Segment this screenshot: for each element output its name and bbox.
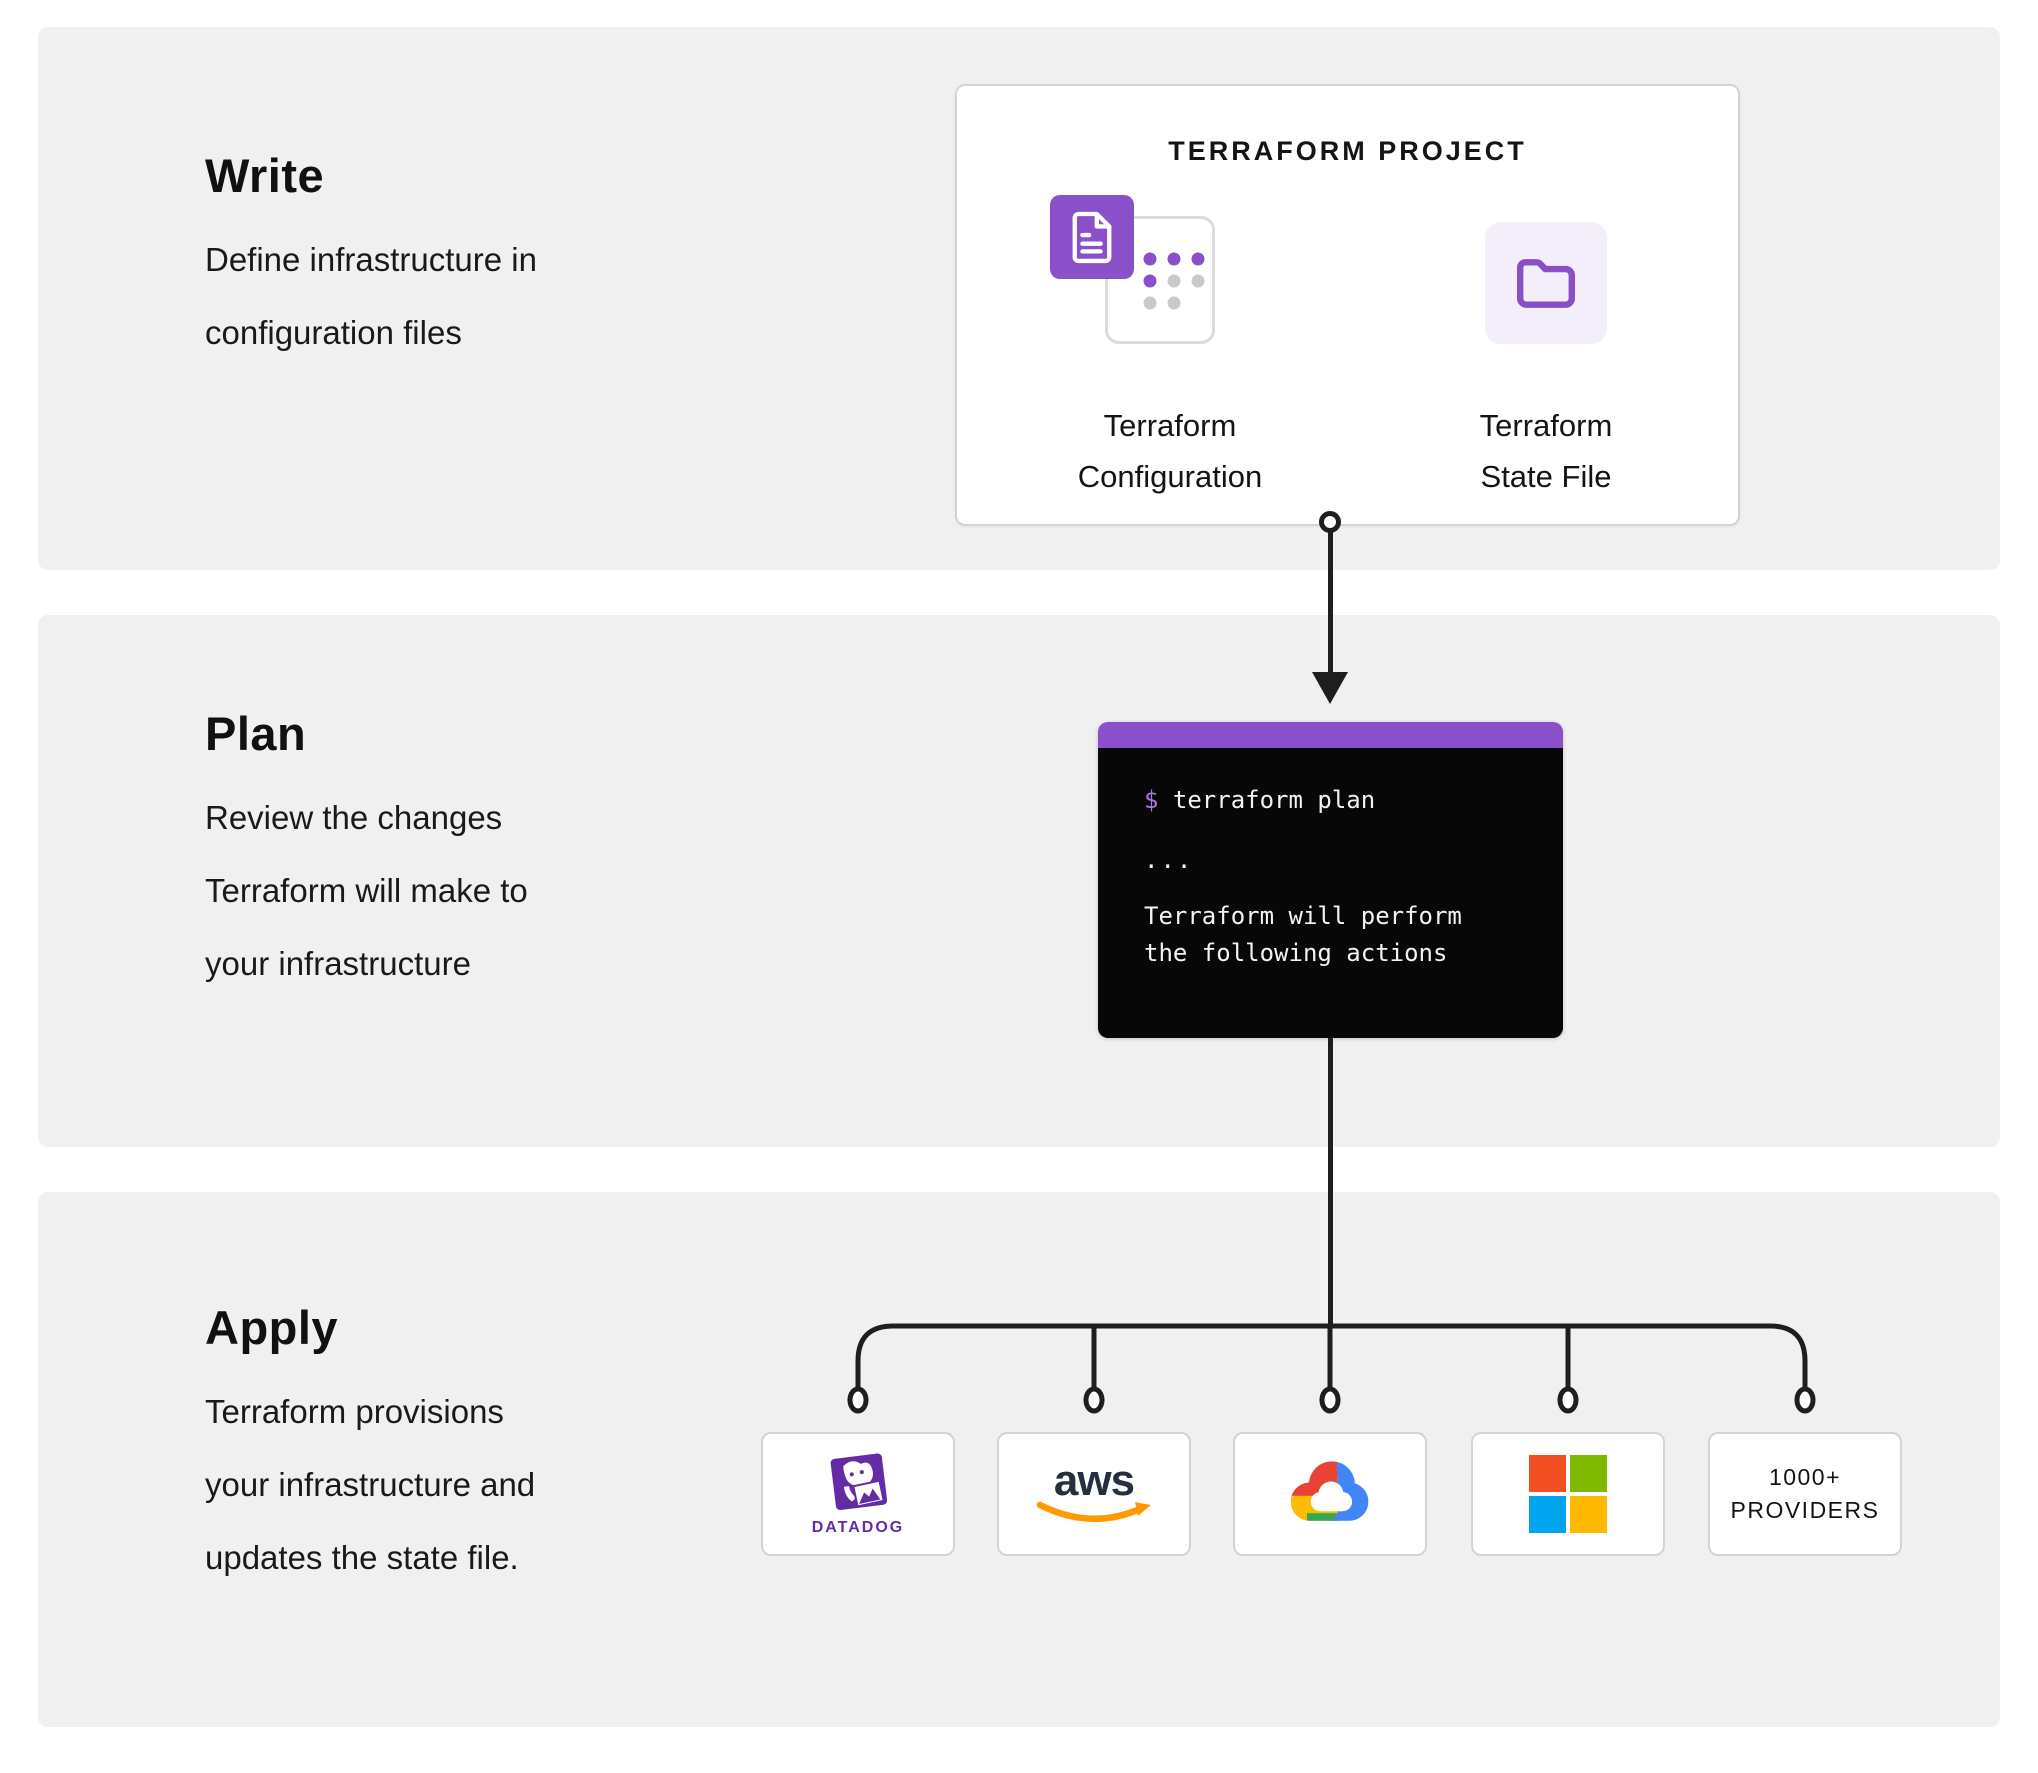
provider-card-datadog: DATADOG [761,1432,955,1556]
connector-port-dot [1794,1386,1816,1414]
write-description-line: Define infrastructure in [205,241,537,278]
apply-description: Terraform provisions your infrastructure… [205,1375,535,1594]
arrow-down-icon [1312,672,1348,704]
apply-description-line: your infrastructure and [205,1466,536,1503]
terraform-state-file-icon [1485,222,1607,344]
provider-card-more-providers: 1000+ PROVIDERS [1708,1432,1902,1556]
terminal-output: Terraform will perform the following act… [1144,898,1533,972]
terminal-output-line: Terraform will perform [1144,902,1462,930]
section-plan: Plan Review the changes Terraform will m… [38,615,2000,1147]
document-icon [1072,211,1112,264]
cloud-white-center [1310,1481,1353,1512]
provider-card-aws: aws [997,1432,1191,1556]
apply-title: Apply [205,1301,339,1354]
plan-title: Plan [205,707,307,760]
datadog-wordmark: DATADOG [811,1518,905,1536]
dots-grid-svg [1143,252,1205,310]
microsoft-logo-icon [1529,1455,1607,1533]
terminal-output-line: the following actions [1144,939,1448,967]
aws-logo-text: aws [1053,1456,1135,1505]
terminal-command: terraform plan [1172,786,1376,814]
terraform-state-file-label: Terraform State File [1479,408,1613,494]
google-cloud-icon [1290,1461,1369,1521]
connector-port-dot [1083,1386,1105,1414]
apply-description-line: Terraform provisions [205,1393,504,1430]
plan-description-line: your infrastructure [205,945,471,982]
connector-line-write-plan [1328,531,1333,673]
provider-card-google-cloud [1233,1432,1427,1556]
more-providers-label: PROVIDERS [1730,1497,1880,1523]
connector-origin-dot [1319,511,1341,533]
aws-smile-icon [1036,1501,1151,1523]
plan-description-line: Terraform will make to [205,872,528,909]
connector-line-plan-apply [1328,1038,1333,1326]
terminal-prompt: $ [1144,786,1159,814]
more-providers-count: 1000+ [1768,1464,1842,1490]
write-description-line: configuration files [205,314,462,351]
terraform-configuration-icon [1050,195,1134,279]
terminal-window: $ terraform plan ... Terraform will perf… [1098,722,1563,1038]
connector-port-dot [847,1386,869,1414]
terminal-body: $ terraform plan ... Terraform will perf… [1098,748,1563,1038]
connector-manifold [847,1323,1816,1414]
folder-icon [1516,259,1576,308]
write-title: Write [205,149,325,202]
terraform-project-card: TERRAFORM PROJECT Terraform Configuratio… [955,84,1740,526]
terminal-ellipsis: ... [1144,846,1194,874]
terminal-command-line: $ terraform plan [1144,786,1533,814]
terraform-configuration-label: Terraform Configuration [1077,408,1263,494]
terminal-title-bar [1098,722,1563,748]
datadog-logo-icon [830,1453,888,1510]
plan-description-line: Review the changes [205,799,503,836]
connector-port-dot [1557,1386,1579,1414]
apply-description-line: updates the state file. [205,1539,519,1576]
project-card-title: TERRAFORM PROJECT [1168,136,1527,166]
plan-description: Review the changes Terraform will make t… [205,781,528,1000]
connector-port-dot [1319,1386,1341,1414]
provider-card-microsoft [1471,1432,1665,1556]
write-description: Define infrastructure in configuration f… [205,223,537,369]
